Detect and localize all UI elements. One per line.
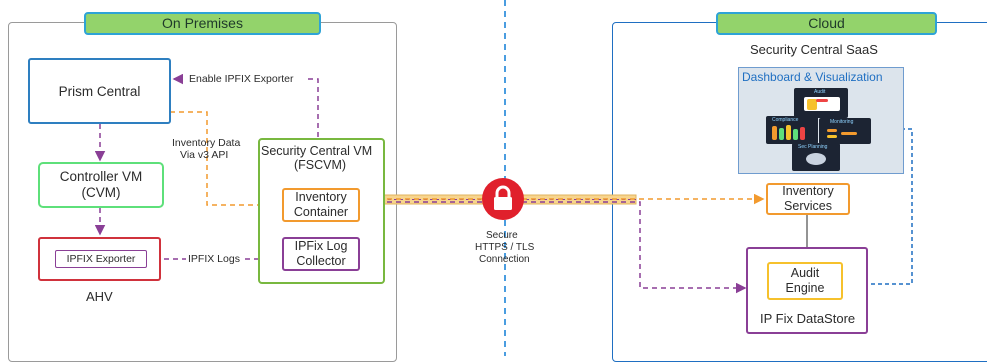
dashboard-title: Dashboard & Visualization [742,70,883,84]
enable-ipfix-label: Enable IPFIX Exporter [186,73,297,85]
audit-tile: Audit [794,88,848,118]
on-premises-tag: On Premises [84,12,321,35]
inventory-services-sublabel: Services [784,199,832,213]
lock-icon [482,178,524,220]
monitoring-tile: Monitoring [819,118,871,144]
saas-title: Security Central SaaS [750,42,878,57]
security-central-vm-sublabel: (FSCVM) [294,158,347,172]
prism-central-box: Prism Central [28,58,171,124]
compliance-tile: Compliance [766,116,818,144]
audit-engine-label: Audit [790,266,820,280]
cloud-tag: Cloud [716,12,937,35]
ahv-label: AHV [86,289,113,304]
secure-label: Secure [486,230,518,241]
inventory-container-box: Inventory Container [282,188,360,222]
ipfix-collector-label: IPFix Log [294,239,348,253]
collector-to-datastore-arrow [363,201,747,294]
controller-vm-sublabel: (CVM) [81,185,121,200]
inventory-services-label: Inventory [782,184,834,198]
connection-label: Connection [479,254,530,265]
ipfix-logs-label: IPFIX Logs [186,253,242,265]
controller-vm-box: Controller VM (CVM) [38,162,164,208]
https-tls-label: HTTPS / TLS [475,242,535,253]
prism-central-label: Prism Central [58,83,141,99]
inventory-data-sublabel: Via v3 API [180,149,229,161]
inventory-container-sublabel: Container [293,205,349,219]
security-central-vm-label: Security Central VM [261,144,373,158]
controller-vm-label: Controller VM [59,169,143,184]
inventory-container-label: Inventory [295,190,347,204]
ipfix-exporter-box: IPFIX Exporter [55,250,147,268]
inventory-data-label: Inventory Data [172,137,241,149]
ipfix-exporter-label: IPFIX Exporter [66,252,136,265]
audit-engine-sublabel: Engine [785,281,825,295]
dashboard-panel: Dashboard & Visualization Audit Complian… [738,67,904,174]
cloud-label: Cloud [808,15,845,31]
inventory-services-box: Inventory Services [766,183,850,215]
inventory-data-arrow [170,111,282,211]
audit-engine-box: Audit Engine [767,262,843,300]
ipfix-collector-sublabel: Collector [296,254,346,268]
on-premises-label: On Premises [162,15,243,31]
enable-ipfix-arrow [174,78,319,137]
ipfix-collector-box: IPFix Log Collector [282,237,360,271]
ipfix-datastore-label: IP Fix DataStore [760,311,856,326]
sec-planning-tile: Sec Planning [792,143,840,171]
